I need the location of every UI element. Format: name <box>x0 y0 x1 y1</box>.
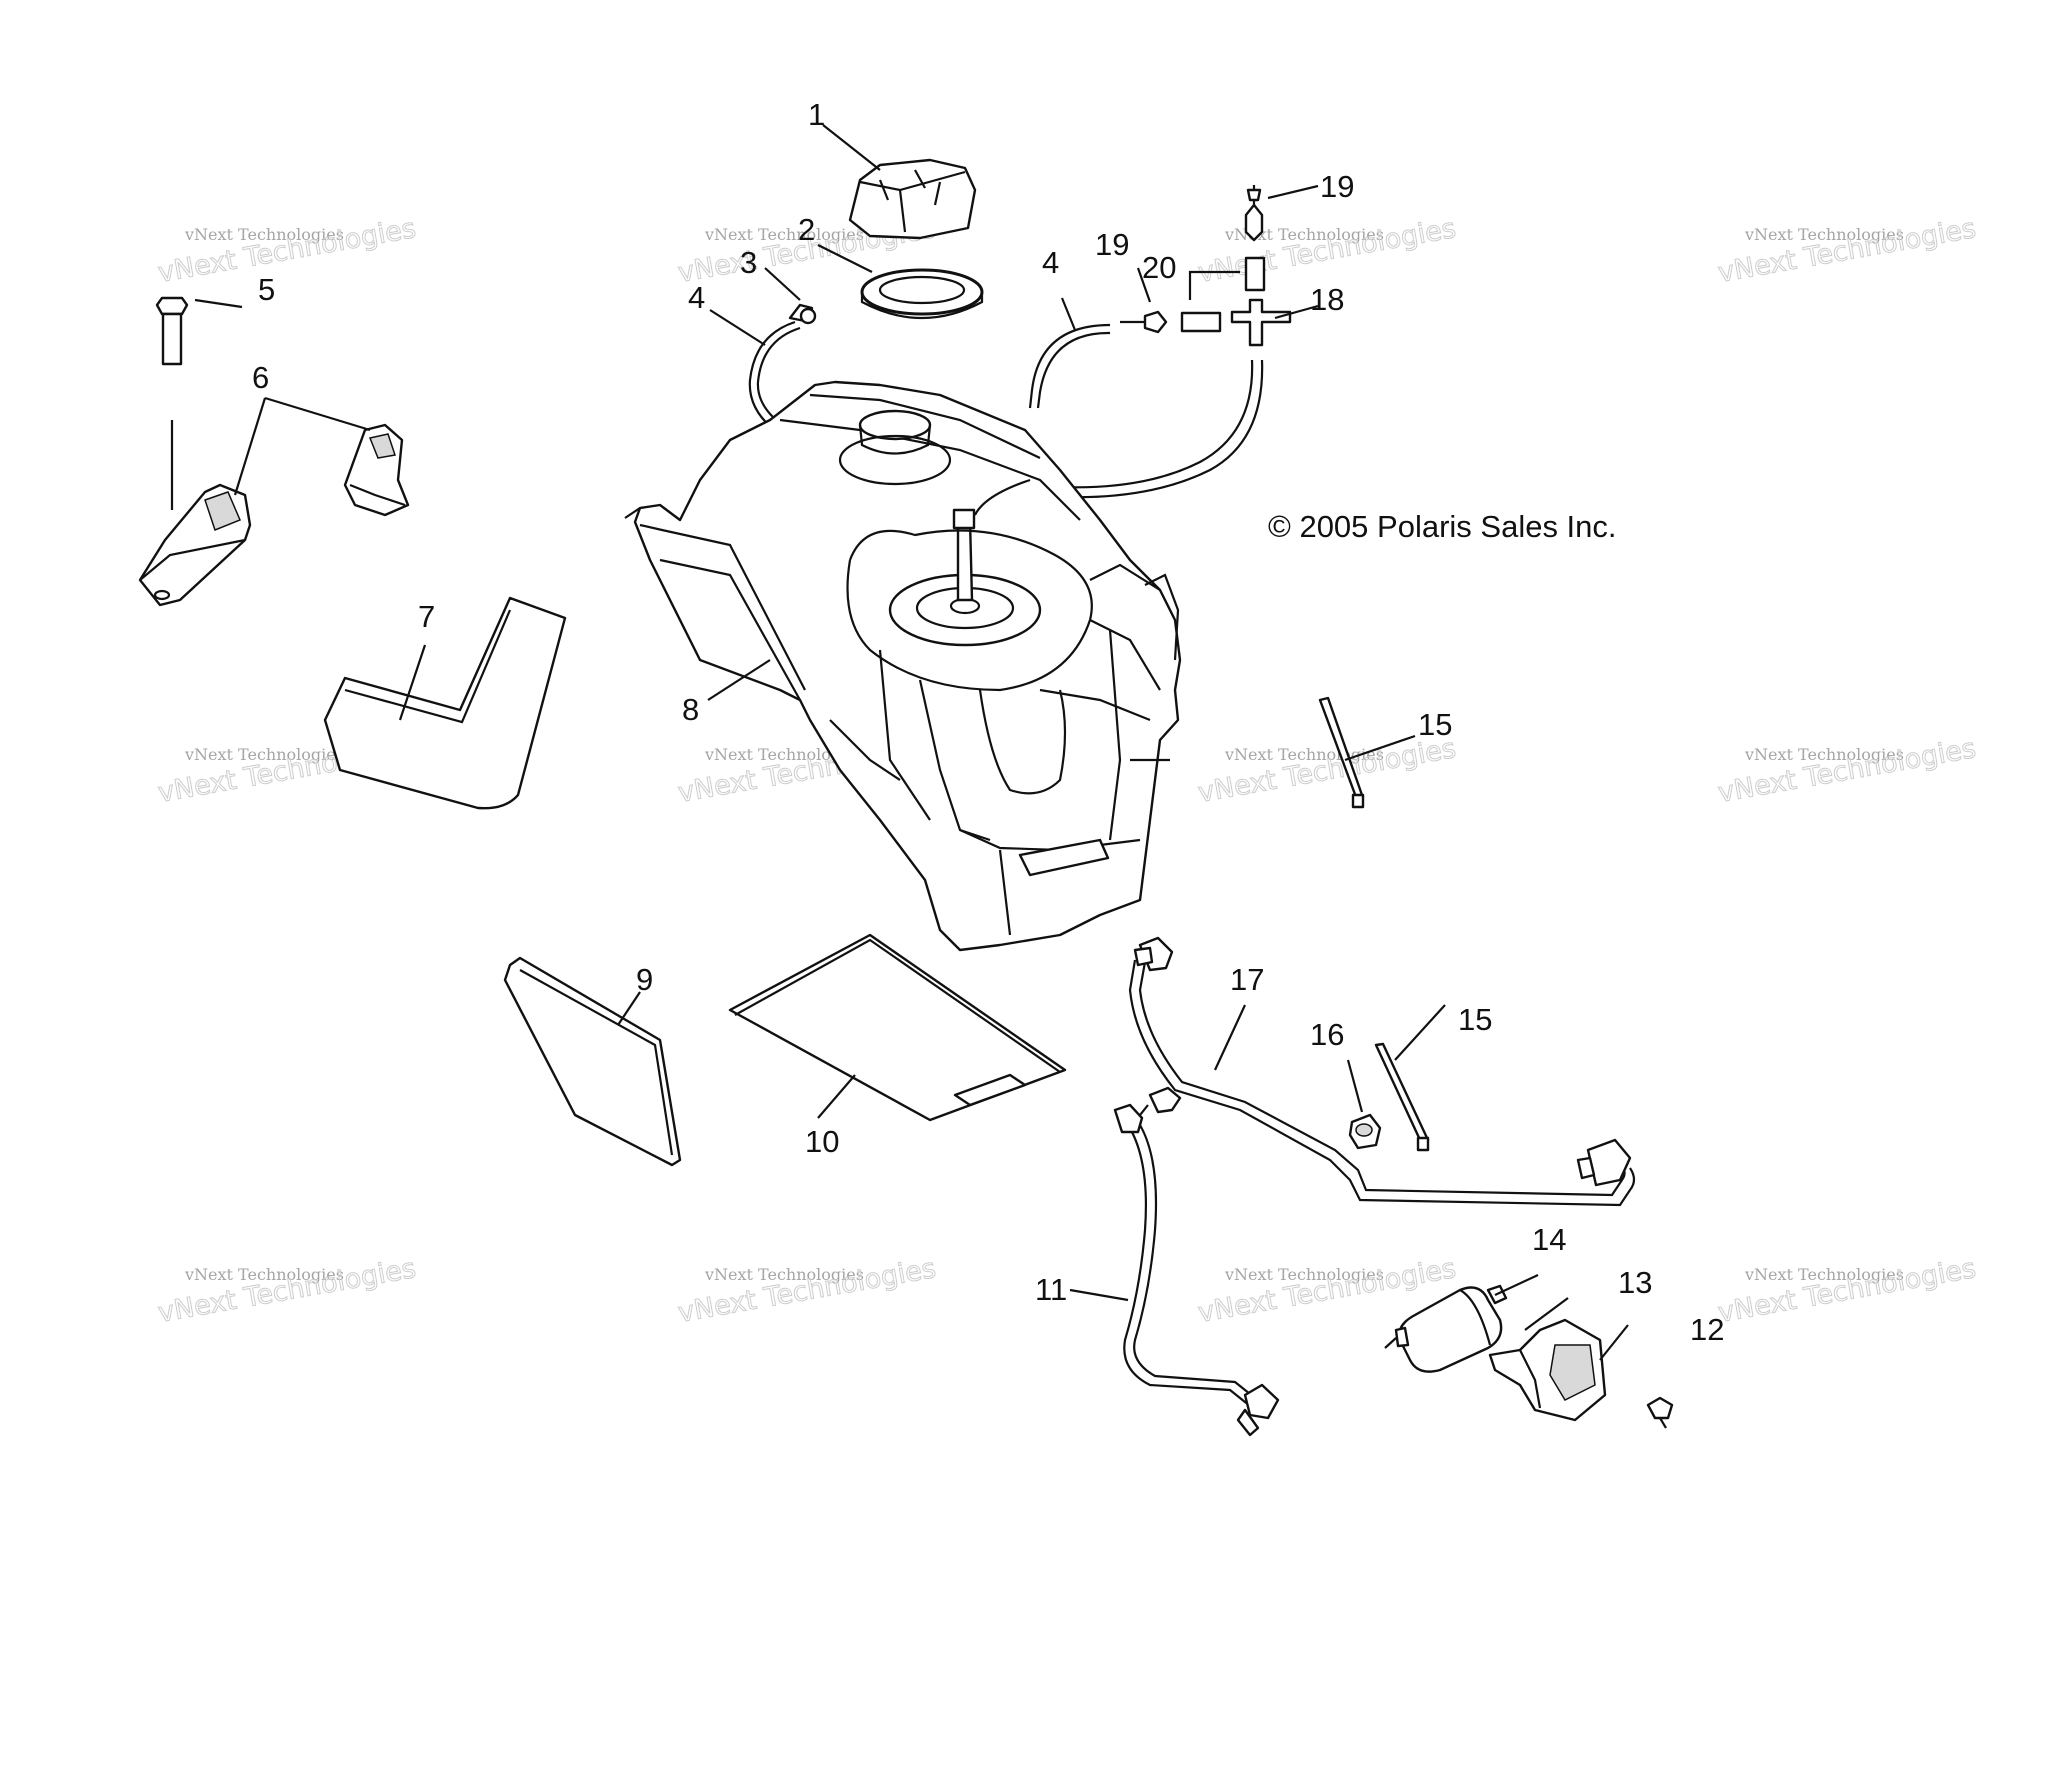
svg-text:vNext Technologies: vNext Technologies <box>1224 225 1384 244</box>
part-10-pad-sheet <box>728 933 1067 1122</box>
part-9-pad <box>503 956 682 1167</box>
part-1-fuel-cap <box>848 158 977 240</box>
part-20-hose-piece <box>1180 311 1222 333</box>
part-4-vent-hose-right <box>1028 323 1264 499</box>
watermark: vNext Technologies vNext Technologies <box>1195 733 1458 810</box>
part-8-fuel-tank <box>624 380 1182 952</box>
callout-19a: 19 <box>1095 227 1129 262</box>
callout-4a: 4 <box>688 280 705 315</box>
part-17-fuel-line <box>1128 936 1636 1207</box>
part-15-cable-tie-lower <box>1374 1042 1430 1152</box>
callout-19b: 19 <box>1320 169 1354 204</box>
callout-1: 1 <box>808 97 825 132</box>
part-15-cable-tie-upper <box>1318 696 1365 809</box>
svg-text:vNext Technologies: vNext Technologies <box>1224 1265 1384 1284</box>
part-20-hose-piece-upper <box>1244 256 1266 292</box>
watermark: vNext Technologies vNext Technologies <box>1715 1253 1978 1330</box>
part-6-bracket-left <box>138 483 252 607</box>
callout-11: 11 <box>1035 1272 1067 1307</box>
callout-16: 16 <box>1310 1017 1344 1052</box>
callout-14: 14 <box>1532 1222 1566 1257</box>
svg-text:vNext Technologies: vNext Technologies <box>1744 225 1904 244</box>
callout-8: 8 <box>682 692 699 727</box>
callout-3: 3 <box>740 245 757 280</box>
watermark: vNext Technologies vNext Technologies <box>155 213 418 290</box>
svg-text:vNext Technologies: vNext Technologies <box>184 745 344 764</box>
part-19-vent-check-valve <box>1120 310 1168 334</box>
part-12-screw <box>1646 1396 1674 1429</box>
svg-text:vNext Technologies: vNext Technologies <box>704 225 864 244</box>
watermark: vNext Technologies vNext Technologies <box>1715 733 1978 810</box>
part-2-gasket <box>860 268 984 320</box>
callout-15a: 15 <box>1418 707 1452 742</box>
watermark: vNext Technologies vNext Technologies <box>675 1253 938 1330</box>
callout-20: 20 <box>1142 250 1176 285</box>
part-6-bracket-right <box>343 423 410 517</box>
callout-10: 10 <box>805 1124 839 1159</box>
leader-lines <box>194 124 1629 1361</box>
callout-5: 5 <box>258 272 275 307</box>
svg-text:vNext Technologies: vNext Technologies <box>1744 1265 1904 1284</box>
svg-text:vNext Technologies: vNext Technologies <box>704 1265 864 1284</box>
part-3-vent-fitting <box>788 303 817 325</box>
part-11-fuel-line <box>1113 1103 1280 1437</box>
svg-text:vNext Technologies: vNext Technologies <box>1744 745 1904 764</box>
part-18-tee-fitting <box>1230 298 1292 347</box>
part-13-filter-bracket <box>1488 1318 1607 1422</box>
part-7-heat-shield-strip <box>323 596 567 810</box>
callout-2: 2 <box>798 212 815 247</box>
watermark: vNext Technologies vNext Technologies <box>1715 213 1978 290</box>
svg-text:vNext Technologies: vNext Technologies <box>184 1265 344 1284</box>
callout-7: 7 <box>418 599 435 634</box>
svg-text:vNext Technologies: vNext Technologies <box>184 225 344 244</box>
part-16-grommet <box>1348 1113 1382 1150</box>
callout-13: 13 <box>1618 1265 1652 1300</box>
svg-text:vNext Technologies: vNext Technologies <box>704 745 864 764</box>
callouts: 1 2 3 4 4 5 6 7 8 9 10 11 12 13 14 15 15… <box>252 97 1724 1347</box>
callout-12: 12 <box>1690 1312 1724 1347</box>
part-19-vent-check-valve-top <box>1244 185 1264 242</box>
callout-15b: 15 <box>1458 1002 1492 1037</box>
part-14-fuel-filter <box>1384 1284 1508 1373</box>
callout-4b: 4 <box>1042 245 1059 280</box>
leader-bracket-20 <box>1188 270 1240 300</box>
copyright-text: © 2005 Polaris Sales Inc. <box>1268 509 1617 544</box>
callout-18: 18 <box>1310 282 1344 317</box>
part-5-bolt <box>155 296 189 510</box>
watermark: vNext Technologies vNext Technologies <box>155 1253 418 1330</box>
callout-17: 17 <box>1230 962 1264 997</box>
callout-6: 6 <box>252 360 269 395</box>
callout-9: 9 <box>636 962 653 997</box>
watermark: vNext Technologies vNext Technologies <box>1195 213 1458 290</box>
